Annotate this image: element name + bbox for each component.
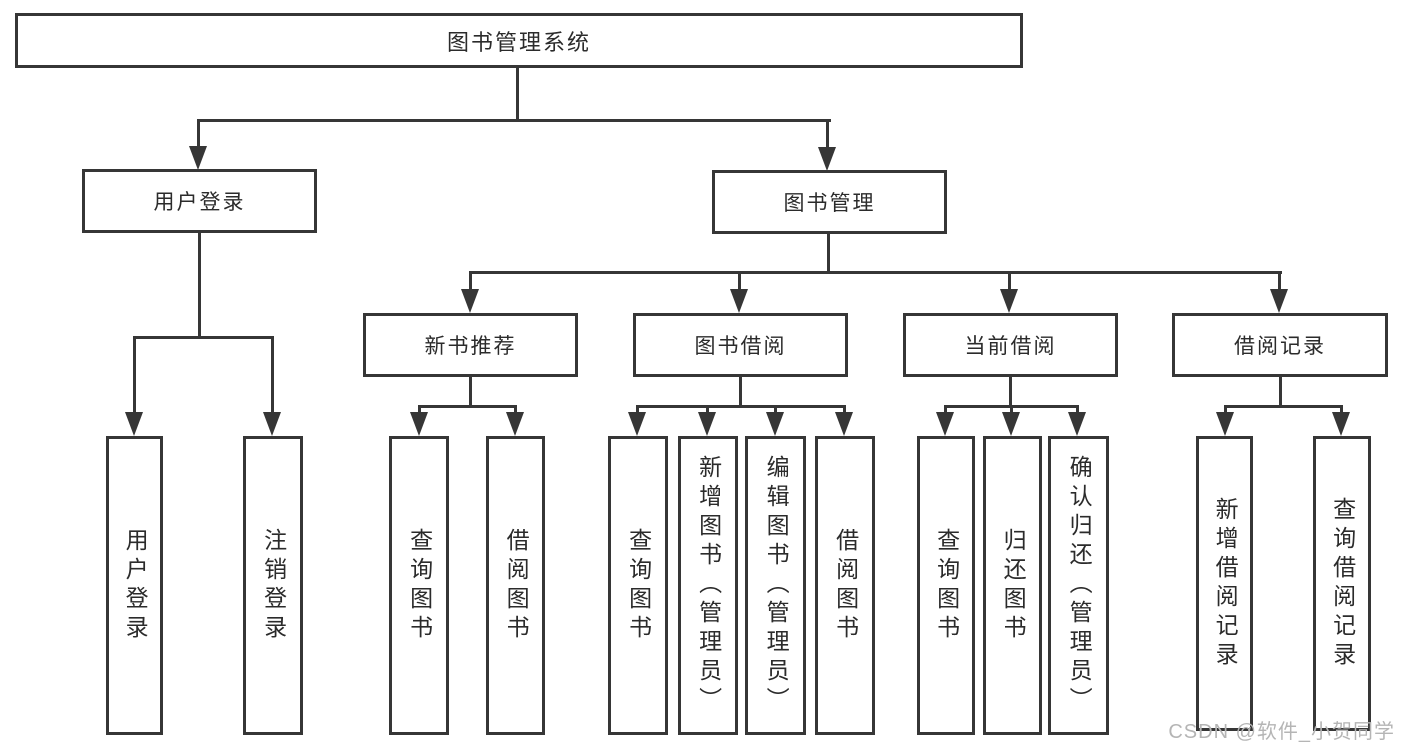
connector-borrow-rail <box>637 405 846 408</box>
connector-borrow-drop-2 <box>706 405 709 415</box>
arrow-down-icon <box>461 289 479 313</box>
arrow-down-icon <box>628 412 646 436</box>
node-book-borrow: 图书借阅 <box>633 313 848 377</box>
arrow-down-icon <box>936 412 954 436</box>
connector-root-rail <box>197 119 831 122</box>
node-leaf-records-query: 查询借阅记录 <box>1313 436 1371 731</box>
connector-mgmt-drop-4 <box>1278 271 1281 291</box>
connector-records-drop-2 <box>1340 405 1343 415</box>
connector-newbook-rail <box>418 405 517 408</box>
node-leaf-current-confirm-label: 确认归还（管理员） <box>1066 455 1093 716</box>
node-leaf-current-confirm: 确认归还（管理员） <box>1048 436 1109 735</box>
connector-current-drop-1 <box>944 405 947 415</box>
node-book-management-label: 图书管理 <box>783 192 876 215</box>
connector-current-drop-2 <box>1010 405 1013 415</box>
connector-borrow-drop-3 <box>774 405 777 415</box>
node-leaf-current-query: 查询图书 <box>917 436 975 735</box>
node-user-login: 用户登录 <box>82 169 317 233</box>
node-leaf-user-login-label: 用户登录 <box>122 527 149 644</box>
arrow-down-icon <box>1000 289 1018 313</box>
node-leaf-newbook-borrow: 借阅图书 <box>486 436 545 735</box>
node-leaf-newbook-query-label: 查询图书 <box>406 527 433 644</box>
connector-records-stem <box>1279 377 1282 408</box>
arrow-down-icon <box>818 147 836 171</box>
arrow-down-icon <box>1068 412 1086 436</box>
connector-login-stem <box>198 233 201 338</box>
node-user-login-label: 用户登录 <box>153 191 246 214</box>
arrow-down-icon <box>125 412 143 436</box>
connector-borrow-drop-1 <box>636 405 639 415</box>
node-current-borrow: 当前借阅 <box>903 313 1118 377</box>
node-leaf-borrow-lend: 借阅图书 <box>815 436 875 735</box>
arrow-down-icon <box>1270 289 1288 313</box>
node-leaf-logout-label: 注销登录 <box>260 527 287 644</box>
node-leaf-borrow-lend-label: 借阅图书 <box>832 527 859 644</box>
connector-login-rail <box>133 336 274 339</box>
connector-mgmt-rail <box>469 271 1282 274</box>
connector-newbook-drop-2 <box>514 405 517 415</box>
arrow-down-icon <box>263 412 281 436</box>
node-leaf-logout: 注销登录 <box>243 436 303 735</box>
node-leaf-records-add: 新增借阅记录 <box>1196 436 1253 731</box>
node-new-book-recommend-label: 新书推荐 <box>424 335 517 358</box>
node-leaf-records-add-label: 新增借阅记录 <box>1212 496 1239 671</box>
arrow-down-icon <box>766 412 784 436</box>
arrow-down-icon <box>410 412 428 436</box>
arrow-down-icon <box>506 412 524 436</box>
node-borrow-records: 借阅记录 <box>1172 313 1388 377</box>
connector-borrow-drop-4 <box>843 405 846 415</box>
node-leaf-newbook-query: 查询图书 <box>389 436 449 735</box>
connector-newbook-stem <box>469 377 472 408</box>
node-current-borrow-label: 当前借阅 <box>964 335 1057 358</box>
node-borrow-records-label: 借阅记录 <box>1234 335 1326 358</box>
node-leaf-borrow-query: 查询图书 <box>608 436 668 735</box>
connector-root-right-drop <box>826 119 829 148</box>
node-leaf-borrow-add-label: 新增图书（管理员） <box>695 455 722 716</box>
connector-newbook-drop-1 <box>418 405 421 415</box>
arrow-down-icon <box>1216 412 1234 436</box>
connector-mgmt-drop-2 <box>738 271 741 291</box>
connector-records-rail <box>1224 405 1343 408</box>
csdn-watermark: CSDN @软件_小贺同学 <box>1168 721 1395 743</box>
arrow-down-icon <box>189 146 207 170</box>
connector-login-drop-2 <box>271 336 274 414</box>
node-root-label: 图书管理系统 <box>446 29 591 55</box>
node-leaf-current-query-label: 查询图书 <box>933 527 960 644</box>
connector-mgmt-drop-1 <box>469 271 472 291</box>
arrow-down-icon <box>1002 412 1020 436</box>
node-leaf-borrow-query-label: 查询图书 <box>625 527 652 644</box>
node-leaf-borrow-edit-label: 编辑图书（管理员） <box>763 455 790 716</box>
node-leaf-records-query-label: 查询借阅记录 <box>1329 496 1356 671</box>
node-leaf-current-return: 归还图书 <box>983 436 1042 735</box>
connector-root-left-drop <box>197 119 200 148</box>
node-leaf-borrow-edit: 编辑图书（管理员） <box>745 436 806 735</box>
node-leaf-current-return-label: 归还图书 <box>1000 527 1027 644</box>
node-leaf-borrow-add: 新增图书（管理员） <box>678 436 738 735</box>
arrow-down-icon <box>698 412 716 436</box>
connector-current-drop-3 <box>1076 405 1079 415</box>
arrow-down-icon <box>835 412 853 436</box>
connector-borrow-stem <box>739 377 742 408</box>
node-root: 图书管理系统 <box>15 13 1023 68</box>
node-book-management: 图书管理 <box>712 170 947 234</box>
connector-root-stem <box>516 68 519 120</box>
connector-mgmt-drop-3 <box>1008 271 1011 291</box>
node-book-borrow-label: 图书借阅 <box>694 335 787 358</box>
arrow-down-icon <box>730 289 748 313</box>
node-leaf-user-login: 用户登录 <box>106 436 163 735</box>
node-leaf-newbook-borrow-label: 借阅图书 <box>503 527 530 644</box>
connector-current-stem <box>1009 377 1012 408</box>
connector-login-drop-1 <box>133 336 136 414</box>
connector-records-drop-1 <box>1224 405 1227 415</box>
node-new-book-recommend: 新书推荐 <box>363 313 578 377</box>
connector-mgmt-stem <box>827 234 830 274</box>
arrow-down-icon <box>1332 412 1350 436</box>
